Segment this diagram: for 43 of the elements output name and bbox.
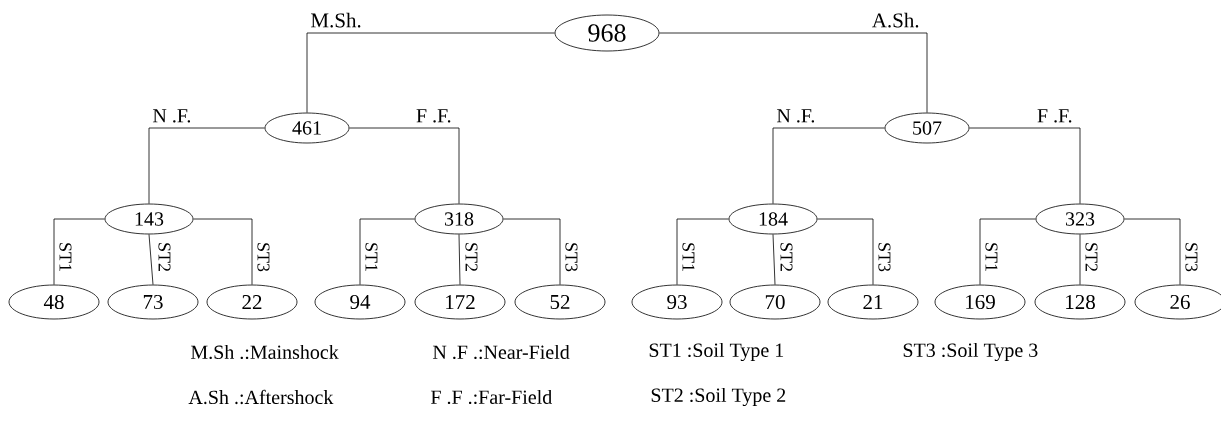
glossary-note: ST1 :Soil Type 1 <box>649 342 784 362</box>
connector-line <box>979 218 1036 285</box>
edge-label: M.Sh. <box>311 12 361 28</box>
edge-label: ST1 <box>365 243 378 271</box>
connector-line <box>772 234 776 285</box>
connector-line <box>1124 218 1181 285</box>
glossary-note: ST3 :Soil Type 3 <box>903 342 1038 362</box>
edge-label: ST3 <box>565 243 578 272</box>
glossary-note: A.Sh .:Aftershock <box>188 389 334 405</box>
edge-label: ST3 <box>257 243 270 272</box>
edge-label: ST1 <box>59 243 72 271</box>
edge-label: ST1 <box>682 243 695 271</box>
connector-line <box>306 32 555 113</box>
edge-label: ST2 <box>1085 243 1098 271</box>
edge-label: ST2 <box>465 243 478 271</box>
connector-line <box>676 218 729 285</box>
edge-label: ST1 <box>985 243 998 271</box>
glossary-note: N .F .:Near-Field <box>432 344 570 360</box>
connector-line <box>503 218 561 285</box>
connector-line <box>772 127 885 204</box>
connector-line <box>969 127 1081 204</box>
glossary-note: F .F .:Far-Field <box>430 389 552 405</box>
edge-label: N .F. <box>776 109 815 123</box>
connector-line <box>359 218 415 285</box>
connector-line <box>659 32 928 113</box>
connector-line <box>458 234 461 285</box>
edge-label: A.Sh. <box>872 12 919 28</box>
edge-label: ST3 <box>878 243 891 272</box>
connector-line <box>349 127 460 204</box>
connector-line <box>817 218 874 285</box>
edge-label: F .F. <box>416 109 451 123</box>
edge-label: N .F. <box>152 109 191 123</box>
edge-label: F .F. <box>1037 109 1072 123</box>
edge-label: ST2 <box>780 243 793 271</box>
connector-line <box>53 218 105 285</box>
glossary-note: M.Sh .:Mainshock <box>190 344 339 360</box>
connector-line <box>148 234 154 285</box>
edge-label: ST3 <box>1185 243 1198 272</box>
connector-line <box>148 127 265 204</box>
edge-label: ST2 <box>158 243 171 271</box>
glossary-note: ST2 :Soil Type 2 <box>651 387 786 407</box>
connector-line <box>193 218 253 285</box>
connector-line <box>1079 234 1081 285</box>
